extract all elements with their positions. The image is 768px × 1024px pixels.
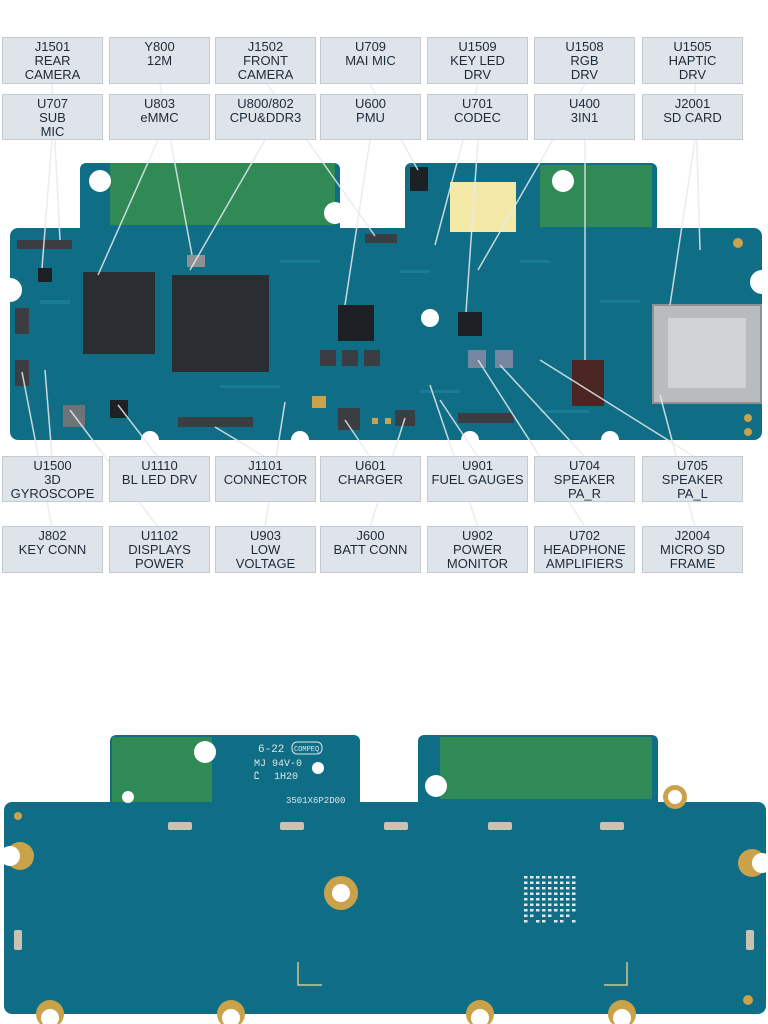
cpu-chip: [172, 275, 269, 372]
label-u1110: U1110 BL LED DRV: [109, 456, 210, 502]
label-u601: U601 CHARGER: [320, 456, 421, 502]
mount-hole: [324, 202, 346, 224]
antenna-area-back-right: [440, 737, 652, 799]
label-u400: U400 3IN1: [534, 94, 635, 140]
label-j1501: J1501 REAR CAMERA: [2, 37, 103, 84]
label-u1500: U1500 3D GYROSCOPE: [2, 456, 103, 502]
test-pads: [14, 822, 754, 950]
pcb-front-side: [0, 83, 768, 528]
silk-material: MJ 94V-0: [254, 759, 302, 770]
label-y800: Y800 12M: [109, 37, 210, 84]
silk-date-code: 6-22: [258, 744, 284, 756]
label-u704: U704 SPEAKER PA_R: [534, 456, 635, 502]
label-u1102: U1102 DISPLAYS POWER: [109, 526, 210, 573]
silk-part-number: 3501X6P2D00: [286, 796, 345, 806]
label-u705: U705 SPEAKER PA_L: [642, 456, 743, 502]
emmc-chip: [83, 272, 155, 354]
label-j2001: J2001 SD CARD: [642, 94, 743, 140]
label-j1502: J1502 FRONT CAMERA: [215, 37, 316, 84]
label-j2004: J2004 MICRO SD FRAME: [642, 526, 743, 573]
codec-chip: [458, 312, 482, 336]
label-u702: U702 HEADPHONE AMPLIFIERS: [534, 526, 635, 573]
label-u1509: U1509 KEY LED DRV: [427, 37, 528, 84]
pcb-back-side: 6-22 COMPEQ MJ 94V-0 Ꮭ 1H20 3501X6P2D00: [0, 735, 768, 1024]
silk-ul-mark: Ꮭ: [254, 771, 260, 783]
label-j600: J600 BATT CONN: [320, 526, 421, 573]
mount-hole: [421, 309, 439, 327]
label-u1505: U1505 HAPTIC DRV: [642, 37, 743, 84]
pmu-chip: [338, 305, 374, 341]
mount-hole: [89, 170, 111, 192]
label-u1508: U1508 RGB DRV: [534, 37, 635, 84]
connector-j802: [15, 308, 29, 334]
via-grid: [524, 876, 576, 923]
label-u707: U707 SUB MIC: [2, 94, 103, 140]
silk-logo: COMPEQ: [294, 746, 319, 754]
silk-code: 1H20: [274, 772, 298, 783]
label-u800: U800/802 CPU&DDR3: [215, 94, 316, 140]
label-j1101: J1101 CONNECTOR: [215, 456, 316, 502]
connector-j1502: [365, 234, 397, 243]
label-u901: U901 FUEL GAUGES: [427, 456, 528, 502]
label-u709: U709 MAI MIC: [320, 37, 421, 84]
label-j802: J802 KEY CONN: [2, 526, 103, 573]
connector-j1101: [178, 417, 253, 427]
sticker: [450, 182, 516, 232]
label-u902: U902 POWER MONITOR: [427, 526, 528, 573]
connector-j600: [458, 413, 514, 423]
label-u903: U903 LOW VOLTAGE: [215, 526, 316, 573]
mount-hole: [552, 170, 574, 192]
label-u803: U803 eMMC: [109, 94, 210, 140]
label-u701: U701 CODEC: [427, 94, 528, 140]
pcb-back-body: [4, 802, 766, 1014]
label-u600: U600 PMU: [320, 94, 421, 140]
